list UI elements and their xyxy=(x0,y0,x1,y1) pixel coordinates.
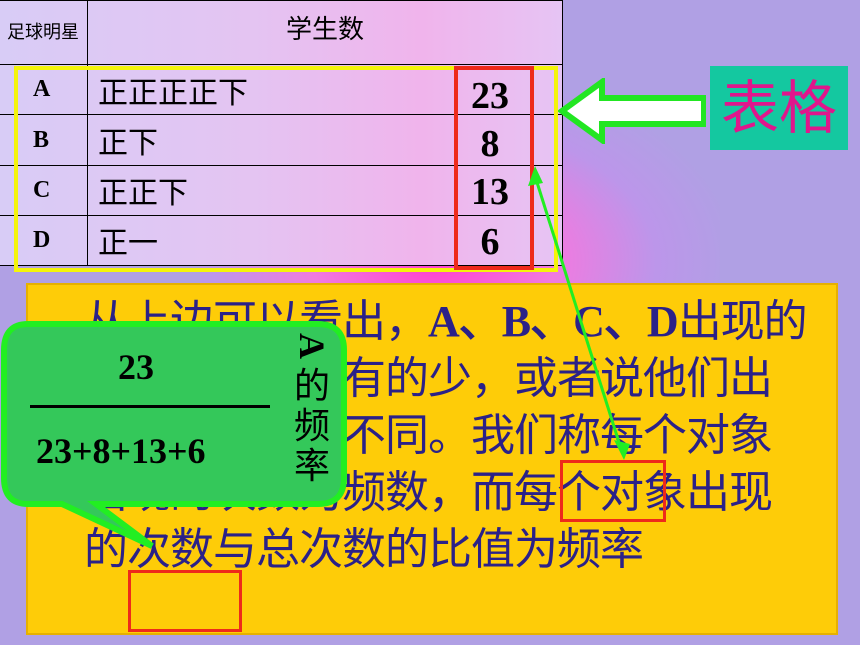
table-label: 表格 xyxy=(710,66,848,150)
header-name-cell: 足球明星 xyxy=(0,0,88,66)
table-row: C 正正下 xyxy=(0,164,563,216)
table-row: B 正下 xyxy=(0,114,563,166)
tally-partial: 下 xyxy=(218,75,248,111)
tally-partial: 下 xyxy=(128,126,158,162)
term1-highlight-box xyxy=(560,460,666,522)
count-value: 23 xyxy=(471,75,509,117)
count-value: 6 xyxy=(480,221,500,263)
fraction-denominator: 23+8+13+6 xyxy=(36,431,206,471)
tally-marks: 正 xyxy=(98,226,128,262)
term-frequency-rate: 频率 xyxy=(557,524,644,575)
side-text: 的频率 xyxy=(293,366,330,487)
speech-bubble-callout xyxy=(1,321,347,549)
tally-marks: 正正 xyxy=(98,176,158,212)
count-value: 13 xyxy=(471,171,509,213)
tally-partial: 一 xyxy=(128,226,158,262)
side-letter: A xyxy=(292,333,332,359)
text-part: ，而每个对象出现的次数与总次数的比值为 xyxy=(84,467,773,575)
table-row: A 正正正正下 xyxy=(0,64,563,116)
tally-partial: 下 xyxy=(158,176,188,212)
frequency-side-label: A 的频率 xyxy=(290,326,334,487)
tally-marks: 正正正正 xyxy=(98,75,218,111)
row-tally: 正正正正下 xyxy=(87,64,563,116)
tally-table: 足球明星 学生数 A 正正正正下 B 正下 C 正正下 D 正一 xyxy=(0,0,563,267)
fraction-bar xyxy=(30,405,270,408)
count-column-highlight xyxy=(454,66,534,270)
count-value: 8 xyxy=(480,123,500,165)
table-highlight-frame xyxy=(14,66,558,272)
row-tally: 正一 xyxy=(87,214,563,267)
row-tally: 正正下 xyxy=(87,164,563,216)
tally-marks: 正 xyxy=(98,126,128,162)
term-frequency-count: 频数 xyxy=(342,467,429,518)
term2-highlight-box xyxy=(128,570,242,632)
row-tally: 正下 xyxy=(87,114,563,166)
text-letters: A、B、C、D xyxy=(428,297,679,346)
left-arrow-icon xyxy=(558,78,706,144)
fraction-numerator: 23 xyxy=(118,347,154,387)
